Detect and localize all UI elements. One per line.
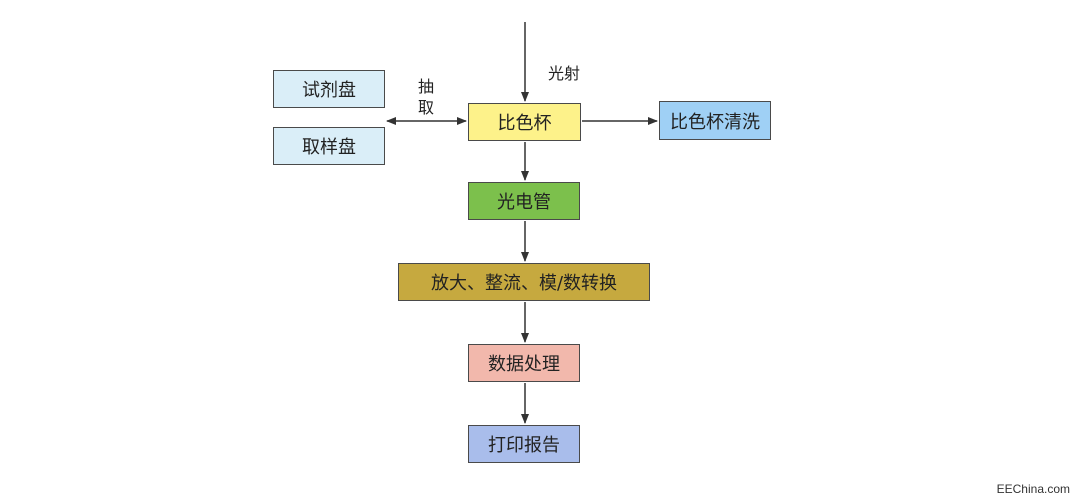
node-print-report: 打印报告	[468, 425, 580, 463]
node-data-processing: 数据处理	[468, 344, 580, 382]
node-sample-tray: 取样盘	[273, 127, 385, 165]
node-reagent-tray: 试剂盘	[273, 70, 385, 108]
node-amplify-convert: 放大、整流、模/数转换	[398, 263, 650, 301]
node-photomultiplier: 光电管	[468, 182, 580, 220]
label-light: 光射	[548, 64, 581, 83]
watermark-text: EEChina.com	[996, 482, 1070, 496]
node-cuvette: 比色杯	[468, 103, 581, 141]
label-extract: 抽取	[417, 77, 434, 117]
node-cuvette-wash: 比色杯清洗	[659, 101, 771, 140]
